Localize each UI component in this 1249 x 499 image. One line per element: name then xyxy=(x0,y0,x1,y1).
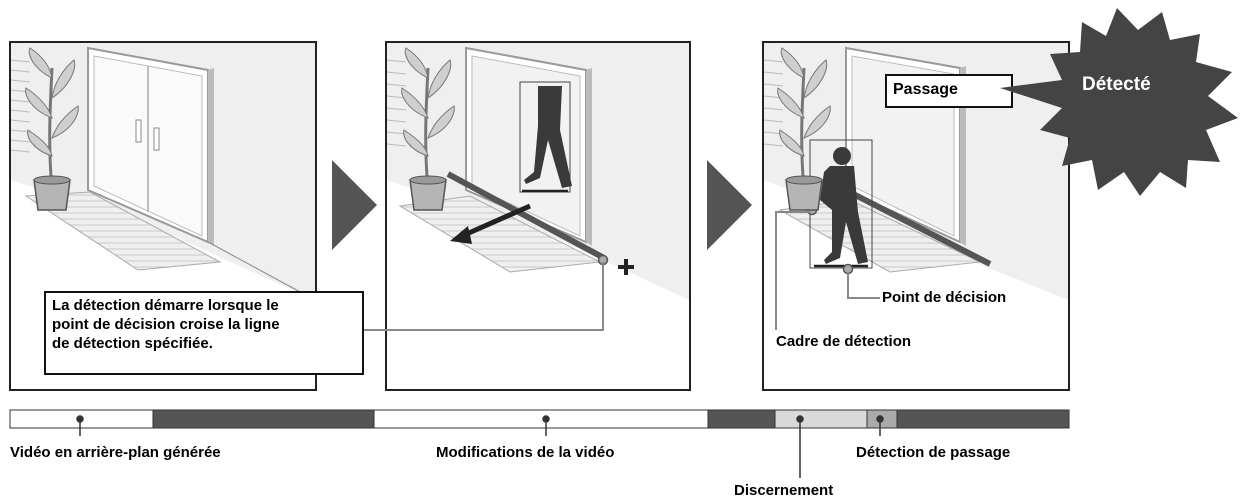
timeline-label-video-changes: Modifications de la vidéo xyxy=(436,444,615,461)
timeline-markers xyxy=(76,415,884,478)
detection-frame-connector xyxy=(775,211,810,330)
callout-line-3: de détection spécifiée. xyxy=(52,335,213,352)
sequence-arrow-2 xyxy=(707,160,752,250)
callout-connector xyxy=(362,262,604,331)
panel-2-scene xyxy=(385,41,691,391)
detected-burst xyxy=(1000,8,1238,196)
callout-line-2: point de décision croise la ligne xyxy=(52,316,280,333)
timeline-label-passage-detection: Détection de passage xyxy=(856,444,1011,461)
timeline-label-background-video: Vidéo en arrière-plan générée xyxy=(10,444,221,461)
decision-point-connector xyxy=(847,273,880,299)
detection-frame-label: Cadre de détection xyxy=(776,333,912,350)
decision-point-label: Point de décision xyxy=(882,289,1007,306)
callout-box xyxy=(44,291,364,375)
detected-label: Détecté xyxy=(1082,74,1151,95)
timeline-bar xyxy=(9,409,1070,429)
passage-box xyxy=(885,74,1013,108)
timeline-label-discernment: Discernement xyxy=(734,482,834,499)
sequence-arrow-1 xyxy=(332,160,377,250)
passage-label: Passage xyxy=(893,81,958,98)
callout-line-1: La détection démarre lorsque le xyxy=(52,297,279,314)
